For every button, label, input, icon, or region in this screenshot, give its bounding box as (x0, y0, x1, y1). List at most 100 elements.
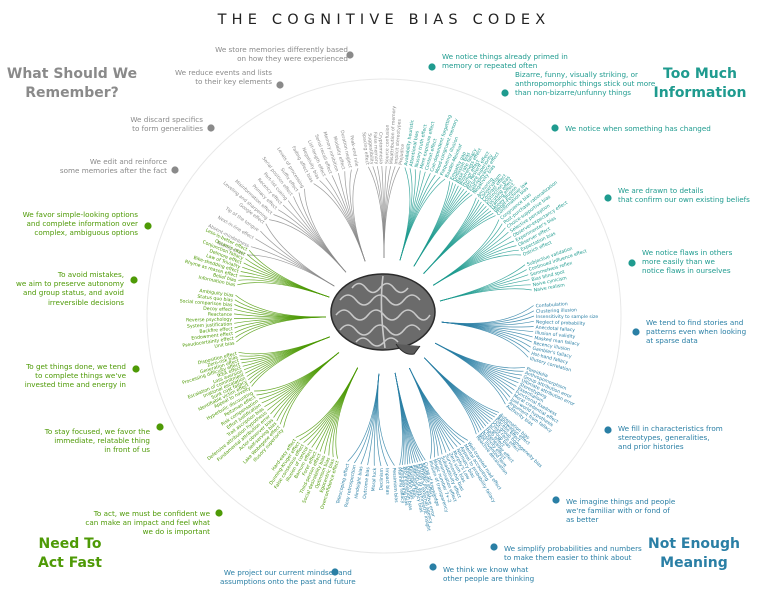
branch-line (423, 210, 492, 274)
category-dot (156, 423, 164, 431)
brain-fold (339, 324, 421, 336)
category-label: To avoid mistakes,we aim to preserve aut… (16, 270, 124, 307)
bias-label: Projection bias (404, 466, 415, 501)
bias-label: Illusion of validity (535, 329, 576, 339)
branch-line (376, 166, 385, 259)
branch-line (307, 367, 359, 446)
branch-line (367, 166, 385, 259)
brain-fold (380, 275, 386, 349)
category-label-line: We project our current mindset and (223, 568, 352, 577)
bias-label: Pessimism bias (391, 467, 399, 503)
category-label-line: immediate, relatable thing (54, 436, 150, 446)
branch-line (304, 188, 347, 273)
branch-line (352, 168, 366, 262)
branch-line (298, 192, 347, 273)
branch-line (349, 169, 366, 262)
category-label-line: stereotypes, generalities, (618, 433, 710, 443)
bias-label: Anecdotal fallacy (535, 324, 575, 333)
branch-line (413, 184, 456, 267)
brain-fold (351, 282, 409, 294)
category-label-line: memory or repeated often (442, 61, 538, 71)
quadrant-title-line: Need To (38, 536, 102, 552)
category-label-line: to complete things we've (35, 371, 126, 381)
category-label-line: some memories after the fact (59, 166, 167, 176)
category-label-line: we aim to preserve autonomy (15, 279, 124, 289)
branch-line (435, 342, 513, 394)
bias-label: Decoy effect (203, 305, 232, 312)
bias-label: Backfire effect (199, 326, 233, 335)
category-label-line: to make them easier to think about (504, 553, 632, 563)
bias-label: Neglect of probability (536, 319, 586, 327)
bias-label: Clustering illusion (536, 307, 577, 314)
bias-label: Cryptomnesia (378, 132, 385, 164)
category-label-line: patterns even when looking (646, 327, 747, 337)
branch-line (435, 342, 506, 405)
category-dot (130, 276, 138, 284)
category-dot (490, 543, 498, 551)
category-label-line: We store memories differently based (215, 45, 348, 54)
category-label-line: than non-bizarre/unfunny things (515, 88, 632, 98)
outer-guide-circle (146, 78, 622, 554)
quadrant-title-line: Meaning (660, 555, 728, 571)
bias-label: Declinism (378, 467, 384, 490)
codex-title: THE COGNITIVE BIAS CODEX (217, 12, 551, 28)
bias-label: Hindsight bias (353, 465, 364, 499)
branch-line (439, 269, 527, 302)
bias-label: Misattribution of memory (388, 105, 397, 164)
category-label-line: We reduce events and lists (175, 68, 272, 77)
category-label-line: to form generalities (132, 124, 203, 134)
category-label-line: We favor simple-looking options (22, 210, 138, 219)
branch-line (249, 336, 331, 384)
branch-line (441, 305, 534, 324)
branch-line (423, 215, 496, 274)
branch-line (251, 336, 331, 387)
branch-line (394, 372, 404, 465)
bias-label: Peak-end rule (349, 135, 360, 167)
branch-line (409, 367, 443, 455)
branch-line (424, 357, 477, 435)
brain-fold (339, 294, 421, 306)
category-label-line: We simplify probabilities and numbers (504, 544, 642, 553)
category-dot (331, 568, 339, 576)
category-label-line: can make an impact and feel what (85, 518, 210, 528)
category-dot (551, 124, 559, 132)
branch-line (409, 367, 432, 459)
brain-stem (395, 343, 421, 355)
category-label-line: and prior histories (618, 442, 684, 452)
category-label-line: irreversible decisions (47, 297, 124, 307)
branch-line (241, 336, 331, 364)
bias-label: Reactance (208, 311, 232, 317)
category-label-line: We notice things already primed in (442, 52, 568, 61)
category-label-line: To get things done, we tend (26, 362, 126, 371)
branch-line (295, 367, 359, 438)
quadrant-title-meaning: Not Enough Meaning (636, 535, 752, 573)
branch-line (435, 342, 521, 380)
branch-line (441, 321, 529, 358)
bias-label: Impact bias (384, 468, 391, 495)
category-label-line: To act, we must be confident we (93, 509, 210, 518)
branch-line (273, 214, 347, 273)
quadrant-title-line: Not Enough (647, 536, 740, 552)
branch-line (433, 227, 506, 286)
category-dot (628, 259, 636, 267)
category-label-line: and group status, and avoid (22, 288, 124, 298)
category-dot (501, 89, 509, 97)
category-label-line: as better (566, 515, 599, 525)
branch-line (254, 352, 340, 392)
category-label-line: other people are thinking (443, 574, 535, 584)
branch-line (439, 288, 532, 302)
brain-illustration (330, 273, 436, 355)
branch-line (269, 219, 347, 273)
category-label-line: We notice when something has changed (565, 124, 711, 133)
quadrant-title-line: What Should We (6, 66, 138, 82)
